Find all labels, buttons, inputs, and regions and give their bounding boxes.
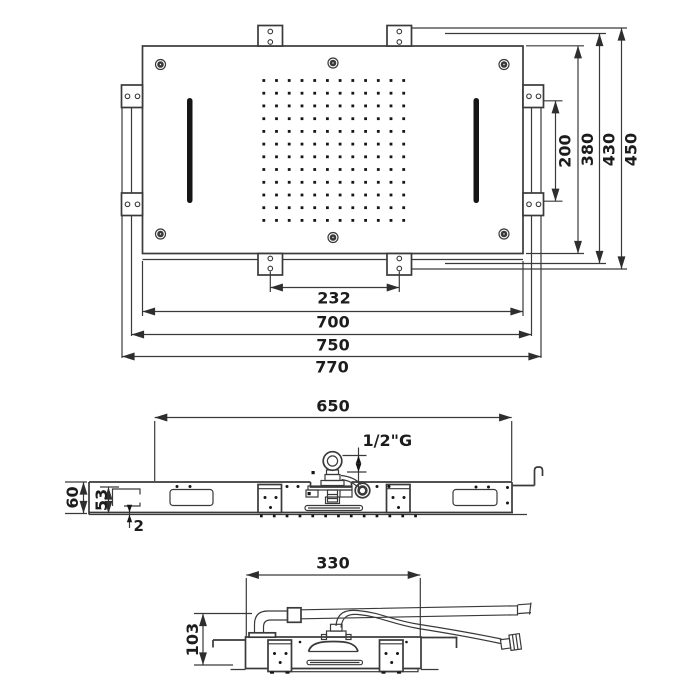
dim-frame-width: 750: [316, 336, 349, 355]
flexible-hose: [335, 609, 523, 652]
waterfall-slot-left: [187, 98, 193, 203]
nozzle-grid: [262, 79, 406, 222]
side-nozzle-ticks: [260, 514, 417, 518]
dim-body-width: 650: [316, 397, 349, 416]
side-bracket-left: [257, 483, 283, 514]
swivel-ball: [322, 450, 343, 472]
top-view-dimensions: 232 700 750 770 200 380 430 450: [122, 28, 641, 377]
dim-overall-height: 450: [622, 133, 641, 166]
center-slot: [304, 504, 364, 512]
mounting-brackets: [120, 24, 545, 276]
top-plan-view: 232 700 750 770 200 380 430 450: [120, 24, 641, 377]
center-section-view: 330: [183, 554, 532, 674]
dim-total-depth: 60: [63, 486, 82, 508]
side-cutout-right: [452, 488, 498, 507]
dim-recess-depth: 53: [92, 489, 111, 511]
frame-edge-lines: [121, 107, 542, 358]
center-inlet-fitting: [306, 623, 364, 666]
height-extension-lines: [412, 27, 627, 270]
shower-panel-face: [141, 45, 524, 255]
inlet-thread-label: 1/2"G: [363, 431, 413, 450]
dim-ceiling-lip: 2: [134, 517, 144, 535]
housing-profile: [88, 466, 544, 518]
dim-overall-width: 770: [315, 358, 348, 377]
waterfall-slot-right: [473, 98, 479, 203]
side-bracket-right: [385, 483, 411, 514]
dim-center-body-width: 330: [316, 554, 349, 573]
face-screws: [154, 57, 510, 244]
elbow-connector: [354, 482, 371, 499]
side-view-dimensions: 60 53 2: [63, 481, 144, 535]
section-bracket-left: [267, 639, 293, 674]
plaster-clip: [111, 488, 141, 507]
dim-panel-width: 700: [316, 313, 349, 332]
dim-panel-height: 380: [578, 133, 597, 166]
inlet-dome: [307, 640, 359, 652]
side-section-view: 650: [63, 397, 544, 535]
dim-bracket-spacing-side: 200: [556, 134, 575, 167]
supply-pipe: [248, 602, 532, 639]
section-view-dimensions: 103: [183, 612, 252, 666]
dim-frame-height: 430: [600, 133, 619, 166]
hose-nut: [499, 632, 523, 652]
dim-bracket-spacing-bottom: 232: [317, 289, 350, 308]
section-bracket-right: [378, 639, 404, 674]
dim-install-depth: 103: [183, 623, 202, 656]
inlet-swivel-assembly: 1/2"G: [305, 431, 413, 505]
profile-screw-dots: [175, 485, 509, 505]
side-cutout-left: [169, 488, 214, 507]
